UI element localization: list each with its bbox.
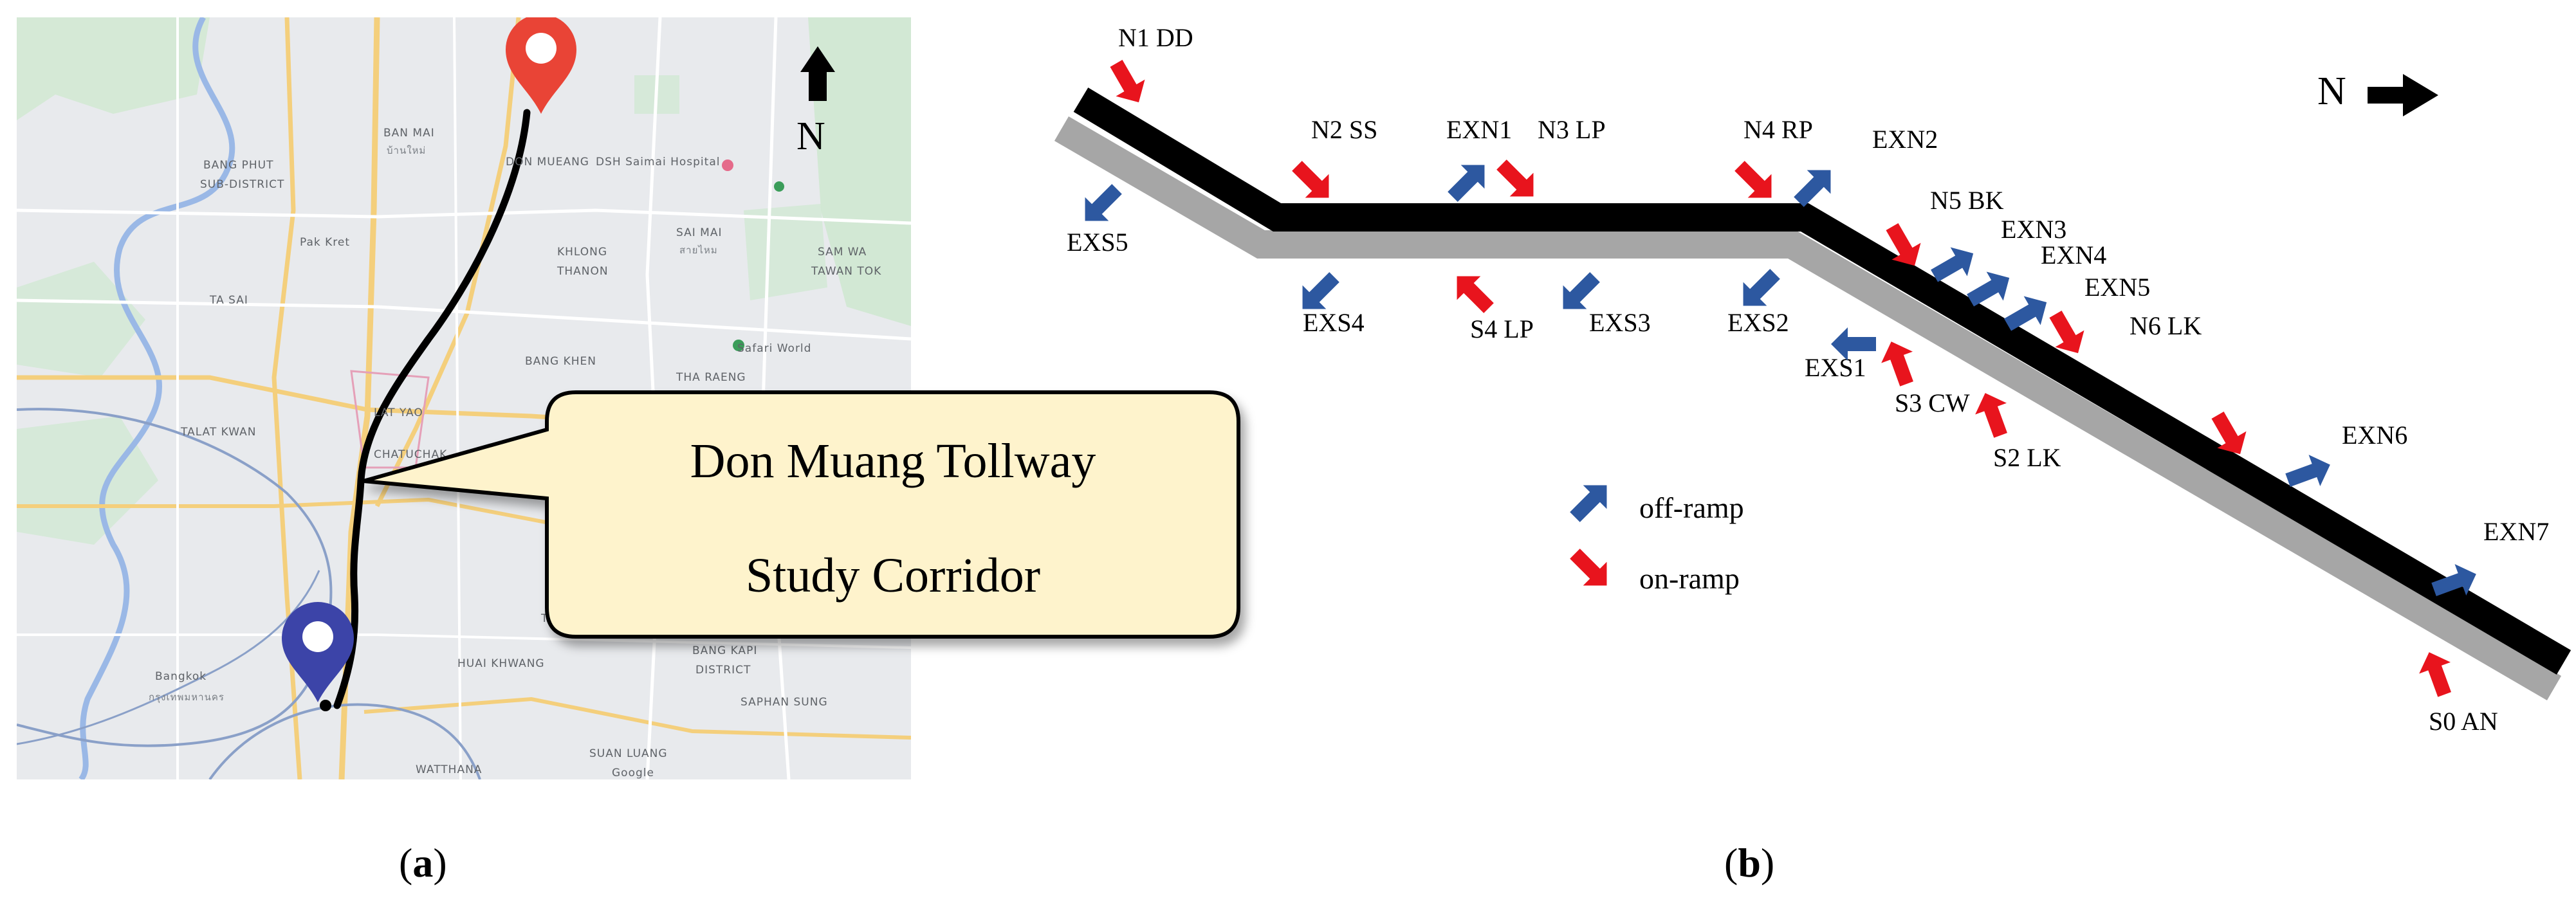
on-ramp-arrow-icon xyxy=(1496,159,1534,197)
map-place-label: Safari World xyxy=(737,342,812,355)
on-ramp-arrow-icon xyxy=(1881,341,1913,387)
off-ramp-arrow-icon xyxy=(1794,170,1831,207)
off-ramp-arrow-icon xyxy=(1302,272,1339,309)
map-place-label: BANG KHEN xyxy=(525,355,596,368)
ramp-label-s2-lk: S2 LK xyxy=(1993,443,2061,472)
ramp-label-exn6: EXN6 xyxy=(2342,421,2407,450)
road-shadow xyxy=(1054,116,2562,701)
ramp-label-exn2: EXN2 xyxy=(1872,125,1938,154)
schematic-north-arrow-icon xyxy=(2368,74,2438,116)
ramp-label-exn4: EXN4 xyxy=(2041,241,2106,269)
caption-a-open: ( xyxy=(399,840,413,886)
off-ramp-arrow-icon xyxy=(1967,271,2010,307)
ramp-label-exs4: EXS4 xyxy=(1303,308,1365,337)
ramp-label-n1-dd: N1 DD xyxy=(1118,23,1193,52)
legend: off-ramp on-ramp xyxy=(1570,485,1744,595)
map-place-label: SAI MAI xyxy=(676,226,722,239)
road-line xyxy=(1073,87,2571,675)
off-ramp-arrow-icon xyxy=(1448,165,1485,202)
ramp-label-n5-bk: N5 BK xyxy=(1930,186,2004,215)
map-place-label: บ้านใหม่ xyxy=(387,145,427,156)
on-ramp-arrow-icon xyxy=(1886,223,1921,266)
off-ramp-arrow-icon xyxy=(2431,564,2476,596)
map-place-label: WATTHANA xyxy=(416,763,483,776)
on-ramp-arrow-icon xyxy=(2419,652,2451,697)
caption-a-letter: a xyxy=(412,840,434,886)
on-ramp-arrow-icon xyxy=(1734,161,1772,198)
map-place-label: Pak Kret xyxy=(300,236,351,249)
caption-b-open: ( xyxy=(1724,840,1738,886)
map-place-label: DISTRICT xyxy=(695,664,751,677)
off-ramp-arrow-icon xyxy=(1085,184,1122,221)
map-place-label: DSH Saimai Hospital xyxy=(596,156,721,168)
ramp-label-exn3: EXN3 xyxy=(2001,215,2066,244)
caption-a: (a) xyxy=(399,839,447,887)
map-place-label: TAWAN TOK xyxy=(811,265,882,278)
map-place-label: BANG KAPI xyxy=(692,644,758,657)
off-ramp-arrow-icon xyxy=(1743,269,1780,306)
on-ramp-arrow-icon xyxy=(2211,412,2247,455)
map-place-label: BAN MAI xyxy=(383,127,435,140)
south-end-marker-icon xyxy=(282,602,354,711)
ramp-label-s0-an: S0 AN xyxy=(2429,707,2498,736)
map-place-label: THA RAENG xyxy=(676,371,746,384)
ramp-label-exn7: EXN7 xyxy=(2483,517,2549,546)
ramp-label-n6-lk: N6 LK xyxy=(2130,311,2202,340)
caption-b-close: ) xyxy=(1760,840,1775,886)
map-place-label: KHLONG xyxy=(557,246,608,259)
map-place-label: HUAI KHWANG xyxy=(457,657,545,670)
map-place-label: DON MUEANG xyxy=(506,156,589,168)
ramp-arrows xyxy=(1085,60,2476,697)
ramp-label-exs5: EXS5 xyxy=(1067,228,1128,257)
legend-on-ramp-label: on-ramp xyxy=(1639,562,1740,595)
map-place-label: SUAN LUANG xyxy=(589,747,668,760)
off-ramp-arrow-icon xyxy=(1563,272,1600,309)
map-place-label: Bangkok xyxy=(155,670,207,683)
map-north-arrow-icon xyxy=(800,46,835,101)
north-end-marker-icon xyxy=(506,17,576,114)
map-place-label: สายไหม xyxy=(679,244,718,256)
map-place-label: SAPHAN SUNG xyxy=(741,696,828,709)
legend-on-ramp-arrow-icon xyxy=(1570,549,1607,586)
ramp-label-exn5: EXN5 xyxy=(2084,273,2150,302)
ramp-label-n2-ss: N2 SS xyxy=(1311,115,1377,144)
on-ramp-arrow-icon xyxy=(1457,276,1494,313)
ramp-label-exs1: EXS1 xyxy=(1805,353,1866,382)
ramp-label-exn1: EXN1 xyxy=(1446,115,1512,144)
ramp-label-exs3: EXS3 xyxy=(1589,308,1651,337)
map-place-label: SAM WA xyxy=(818,246,867,259)
off-ramp-arrow-icon xyxy=(2285,455,2330,487)
ramp-label-s4-lp: S4 LP xyxy=(1470,314,1534,343)
ramp-label-exs2: EXS2 xyxy=(1727,308,1789,337)
legend-off-ramp-arrow-icon xyxy=(1570,485,1607,522)
caption-b-letter: b xyxy=(1738,840,1761,886)
ramp-label-s3-cw: S3 CW xyxy=(1895,388,1970,417)
map-place-label: กรุงเทพมหานคร xyxy=(149,691,225,703)
map-place-label: Google xyxy=(612,767,654,779)
map-place-label: SUB-DISTRICT xyxy=(200,178,285,191)
caption-b: (b) xyxy=(1724,839,1774,887)
map-north-label: N xyxy=(796,114,825,158)
legend-off-ramp-label: off-ramp xyxy=(1639,491,1744,524)
on-ramp-arrow-icon xyxy=(1975,393,2007,438)
schematic-north-label: N xyxy=(2317,69,2346,113)
map-place-label: BANG PHUT xyxy=(203,159,274,172)
map-place-label: TALAT KWAN xyxy=(181,426,257,439)
ramp-label-n3-lp: N3 LP xyxy=(1538,115,1606,144)
off-ramp-arrow-icon xyxy=(1931,247,1974,282)
map-place-label: TA SAI xyxy=(210,294,248,307)
off-ramp-arrow-icon xyxy=(1831,327,1876,361)
caption-a-close: ) xyxy=(433,840,447,886)
ramp-label-n4-rp: N4 RP xyxy=(1743,115,1813,144)
on-ramp-arrow-icon xyxy=(2049,311,2084,354)
on-ramp-arrow-icon xyxy=(1110,60,1145,103)
off-ramp-arrow-icon xyxy=(2004,296,2047,331)
on-ramp-arrow-icon xyxy=(1292,161,1329,198)
map-place-label: THANON xyxy=(557,265,609,278)
